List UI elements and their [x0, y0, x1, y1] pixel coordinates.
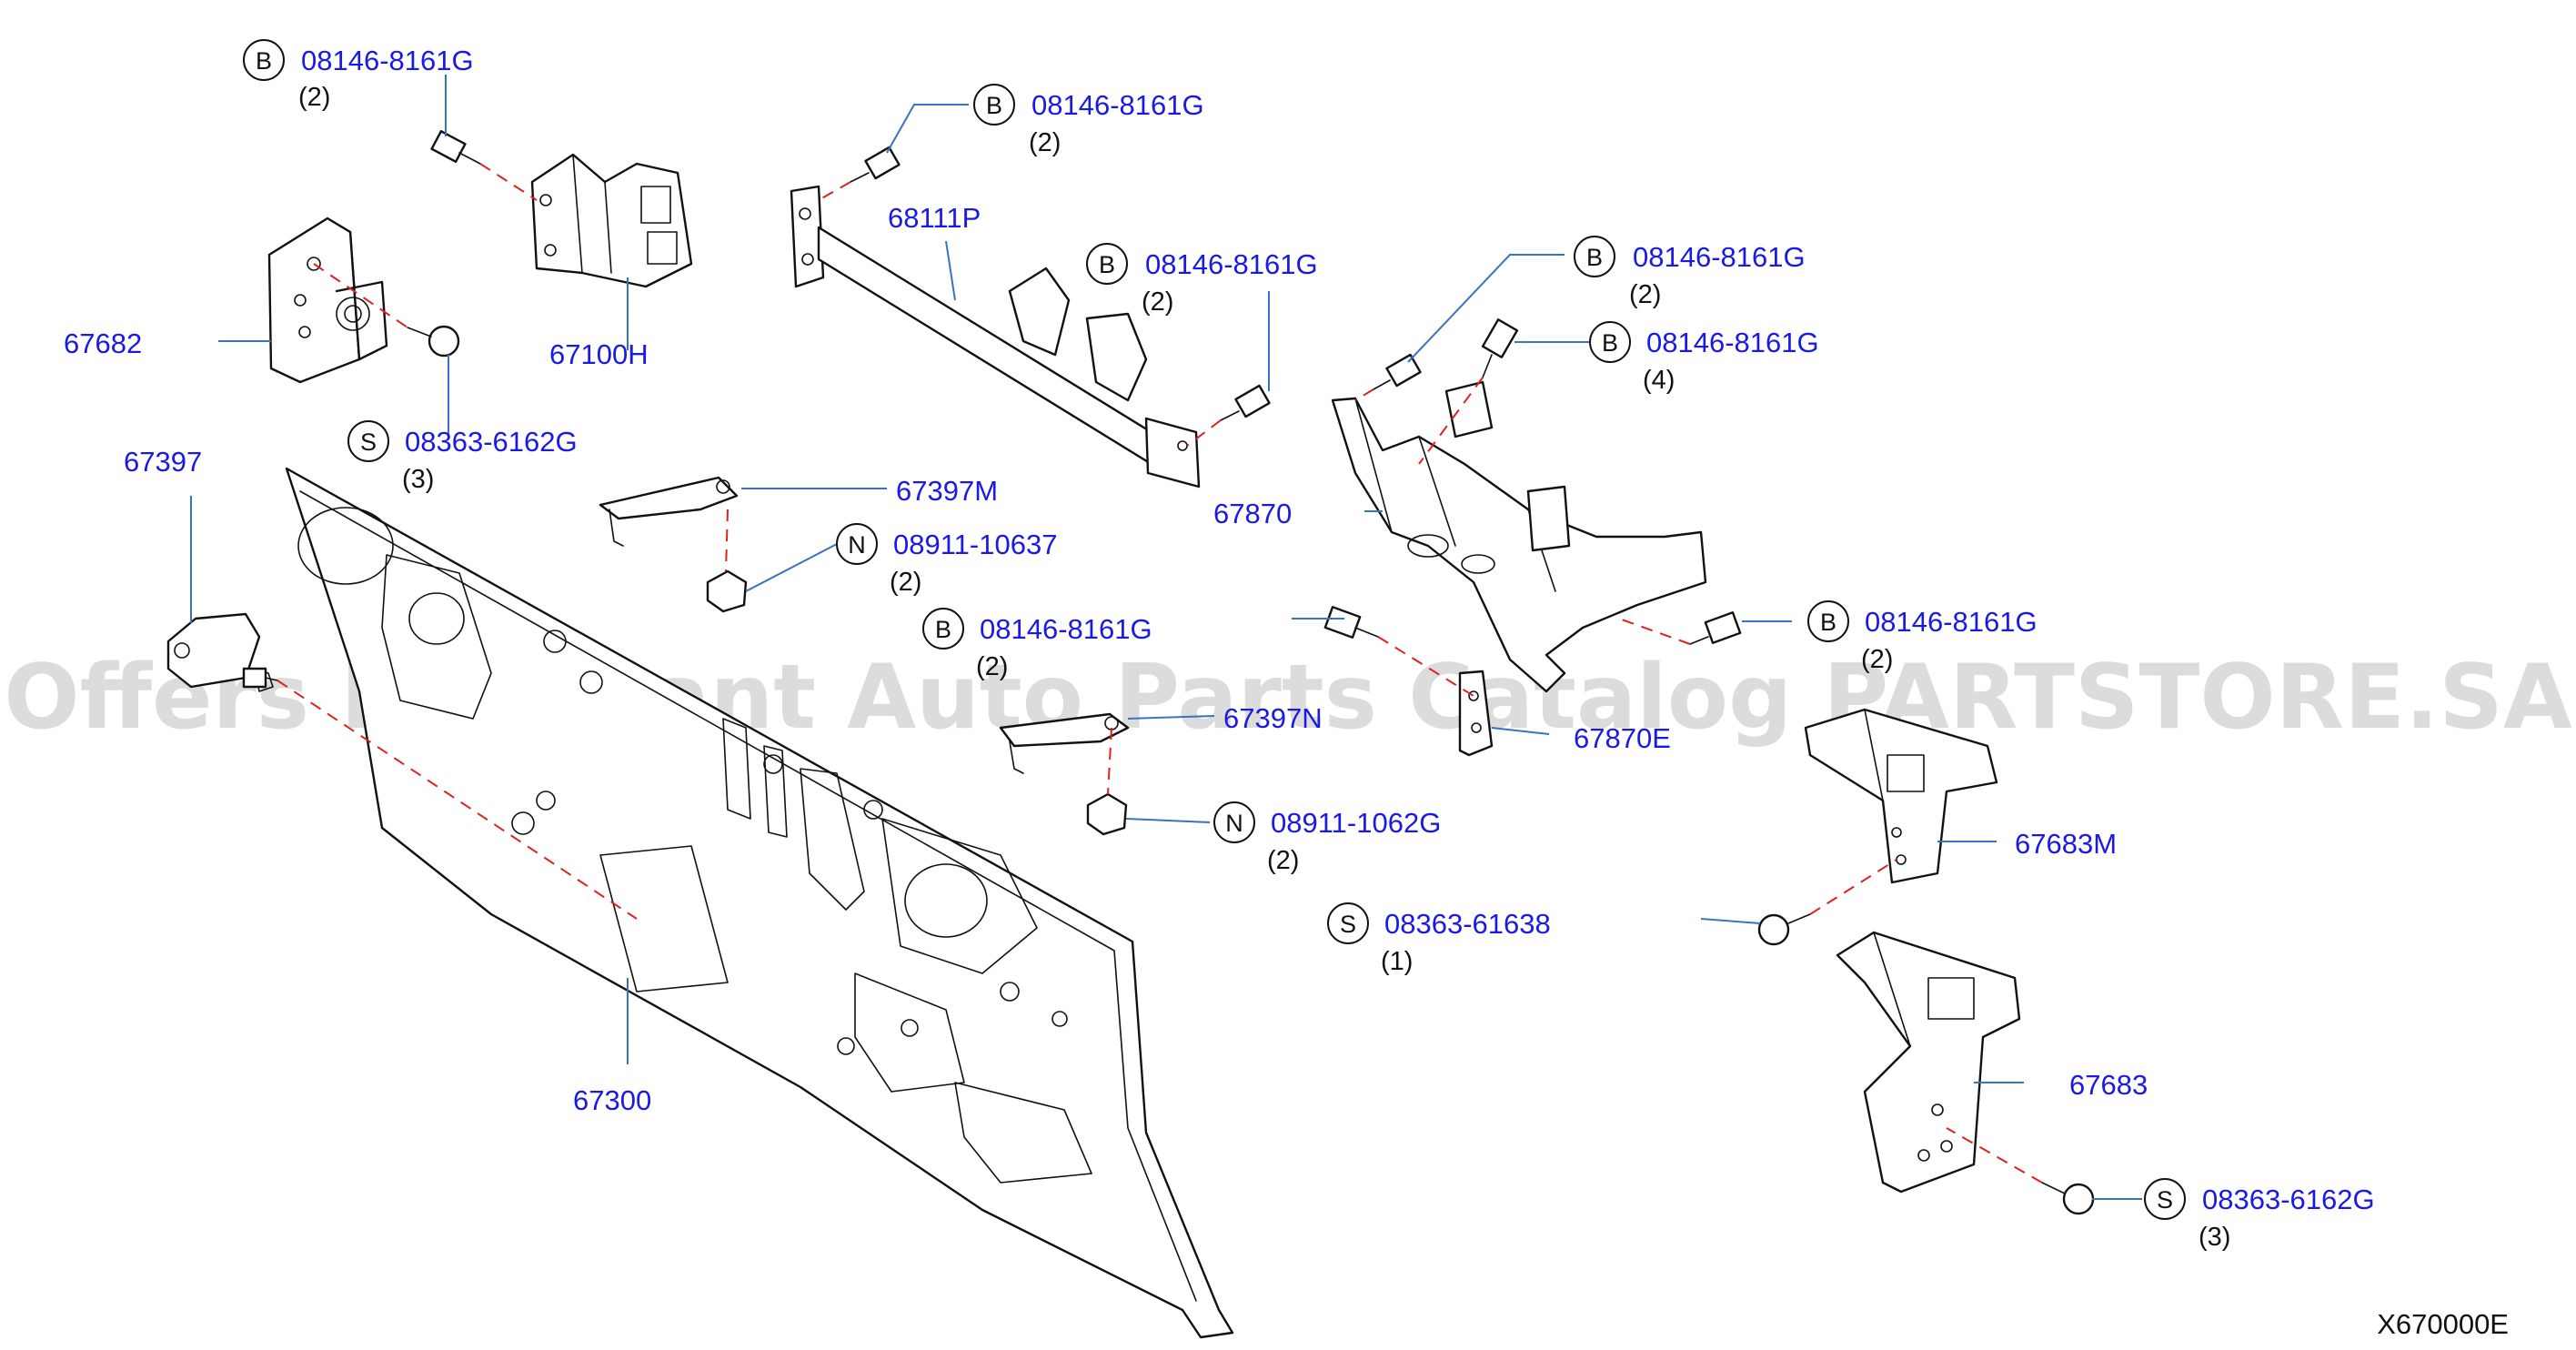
bolt-drawing-2[interactable]	[850, 146, 901, 183]
fastener-qty: (3)	[2199, 1223, 2230, 1252]
part-number-67870E[interactable]: 67870E	[1574, 722, 1671, 754]
fastener-number: 08363-6162G	[405, 426, 578, 458]
part-number-67870[interactable]: 67870	[1213, 498, 1292, 529]
part-number-67682[interactable]: 67682	[64, 327, 142, 359]
fastener-number: 08146-8161G	[1646, 327, 1819, 358]
part-number-67683[interactable]: 67683	[2069, 1069, 2148, 1101]
fastener-number: 08146-8161G	[301, 45, 474, 76]
fastener-letter: B	[1586, 244, 1603, 271]
fastener-qty: (2)	[890, 568, 921, 597]
bolt-drawing-4[interactable]	[1373, 353, 1422, 390]
part-number-67300[interactable]: 67300	[573, 1084, 651, 1116]
dash-panel-67300-drawing[interactable]	[285, 467, 1234, 1339]
fastener-letter: S	[1340, 911, 1356, 938]
bracket-67100H-drawing[interactable]	[530, 153, 693, 288]
fastener-letter: N	[848, 531, 866, 559]
bracket-67683M-drawing[interactable]	[1804, 708, 1998, 884]
member-67870-drawing[interactable]	[1331, 380, 1707, 693]
fastener-letter: B	[256, 47, 272, 75]
part-number-68111P[interactable]: 68111P	[888, 202, 981, 234]
fastener-qty: (1)	[1381, 947, 1413, 976]
assembly-lines	[277, 163, 2043, 1184]
fastener-qty: (4)	[1643, 366, 1675, 395]
screw-drawing-2[interactable]	[1757, 913, 1811, 946]
fastener-callout-5[interactable]: B 08146-8161G (4)	[1589, 321, 1819, 395]
fastener-letter: B	[986, 92, 1002, 119]
bracket-67397M-drawing[interactable]	[599, 476, 748, 613]
bracket-67683-drawing[interactable]	[1836, 931, 2021, 1194]
bracket-67682-drawing[interactable]	[267, 217, 388, 384]
fastener-number: 08146-8161G	[980, 613, 1152, 645]
fastener-callout-3[interactable]: B 08146-8161G (2)	[1086, 243, 1318, 317]
fastener-number: 08363-61638	[1384, 908, 1551, 940]
fastener-qty: (2)	[1861, 645, 1893, 674]
bolt-drawing-1[interactable]	[430, 130, 481, 165]
bolt-drawing-5[interactable]	[1481, 318, 1519, 378]
fastener-callout-10[interactable]: N 08911-1062G (2)	[1213, 801, 1441, 875]
fastener-callout-2[interactable]: B 08146-8161G (2)	[973, 84, 1204, 157]
fastener-qty: (2)	[1629, 280, 1661, 309]
part-number-67397[interactable]: 67397	[124, 446, 202, 478]
fastener-callout-7[interactable]: B 08146-8161G (2)	[1807, 600, 2038, 674]
bolt-drawing-7[interactable]	[1689, 611, 1742, 645]
fastener-letter: N	[1225, 810, 1243, 837]
fastener-callout-12[interactable]: S 08363-6162G (3)	[2144, 1178, 2375, 1252]
fastener-qty: (2)	[298, 83, 330, 112]
fastener-qty: (2)	[1142, 287, 1173, 317]
screw-drawing-1[interactable]	[407, 325, 460, 358]
bolt-drawing-6[interactable]	[1323, 606, 1379, 639]
fastener-letter: B	[1602, 329, 1618, 357]
fastener-number: 08911-10637	[893, 529, 1057, 560]
bracket-67397N-drawing[interactable]	[999, 712, 1130, 836]
fastener-qty: (2)	[1029, 128, 1061, 157]
part-number-67397M[interactable]: 67397M	[896, 475, 998, 507]
part-number-67100H[interactable]: 67100H	[549, 338, 649, 370]
fastener-number: 08363-6162G	[2202, 1184, 2375, 1215]
fastener-callout-1[interactable]: B 08146-8161G (2)	[243, 39, 474, 112]
fastener-letter: S	[360, 428, 377, 456]
part-number-67397N[interactable]: 67397N	[1223, 702, 1323, 734]
bolt-drawing-3[interactable]	[1220, 384, 1271, 421]
diagram-code: X670000E	[2377, 1308, 2509, 1340]
fastener-number: 08911-1062G	[1271, 807, 1441, 839]
fastener-callout-6[interactable]: B 08146-8161G (2)	[922, 608, 1152, 681]
bar-68111P-drawing[interactable]	[790, 185, 1201, 489]
fastener-letter: S	[2157, 1186, 2173, 1214]
fastener-callout-8[interactable]: S 08363-6162G (3)	[347, 420, 578, 494]
fastener-callout-9[interactable]: N 08911-10637 (2)	[836, 523, 1057, 597]
fastener-qty: (2)	[976, 652, 1008, 681]
fastener-number: 08146-8161G	[1145, 248, 1318, 280]
part-number-67683M[interactable]: 67683M	[2015, 828, 2117, 860]
fastener-number: 08146-8161G	[1633, 241, 1806, 273]
fastener-qty: (2)	[1267, 846, 1299, 875]
fastener-callout-11[interactable]: S 08363-61638 (1)	[1327, 902, 1551, 976]
fastener-number: 08146-8161G	[1865, 606, 2038, 638]
fastener-callout-4[interactable]: B 08146-8161G (2)	[1574, 236, 1806, 309]
fastener-letter: B	[935, 616, 951, 643]
fastener-number: 08146-8161G	[1031, 89, 1204, 121]
screw-drawing-3[interactable]	[2041, 1182, 2095, 1215]
fastener-letter: B	[1099, 251, 1115, 278]
fastener-qty: (3)	[402, 465, 434, 494]
leader-lines	[190, 75, 2142, 1200]
bolt-drawing-8[interactable]	[242, 667, 278, 689]
fastener-letter: B	[1820, 609, 1836, 636]
